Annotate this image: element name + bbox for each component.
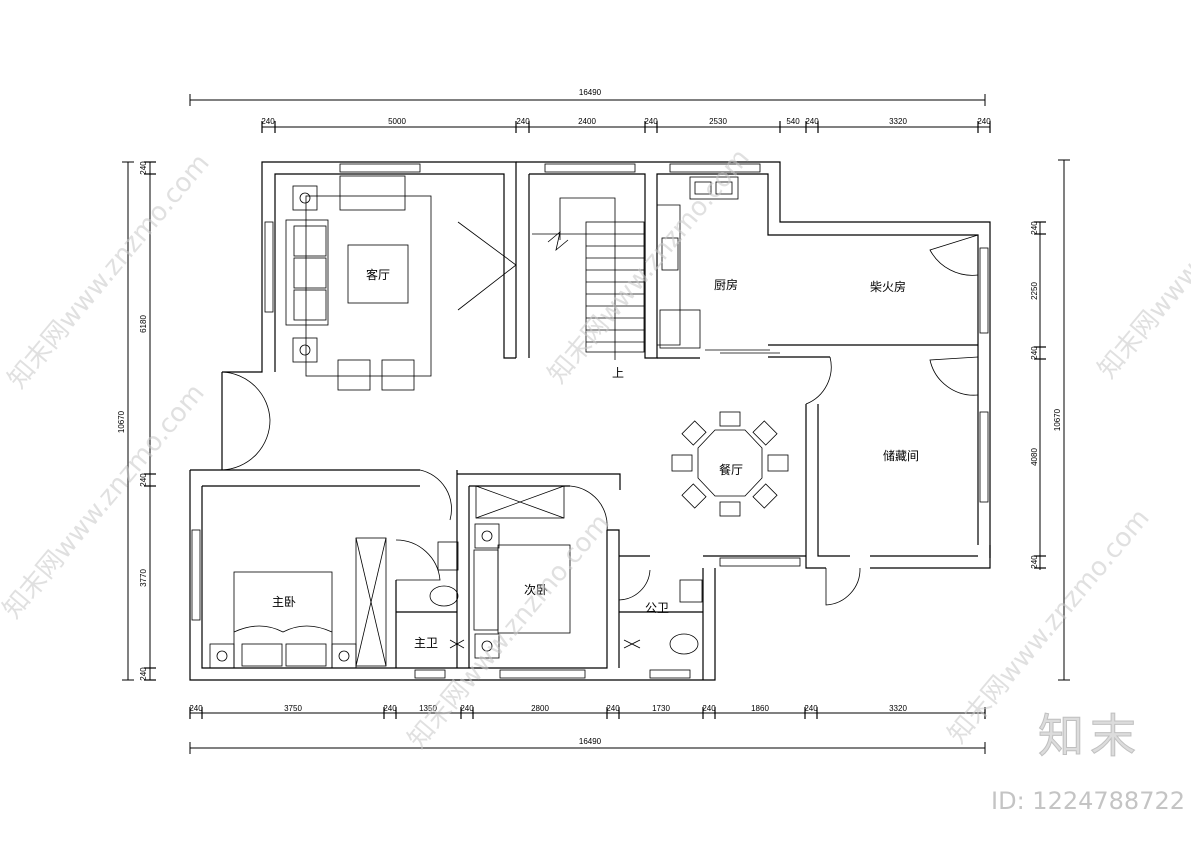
- room-master-bedroom: 主卧: [272, 595, 296, 609]
- watermarks: 知末网www.znzmo.com 知末网www.znzmo.com 知末网www…: [0, 138, 1191, 754]
- stair-up-label: 上: [612, 366, 624, 380]
- watermark-text: 知末网www.znzmo.com: [1092, 138, 1191, 384]
- bottom-dim-3: 240: [383, 704, 397, 713]
- right-dim-2: 2250: [1030, 282, 1039, 300]
- right-dim-1: 240: [1030, 221, 1039, 235]
- doors: [221, 221, 979, 606]
- room-public-bath: 公卫: [645, 601, 669, 615]
- room-master-bath: 主卫: [414, 636, 438, 650]
- bottom-dim-12: 3320: [889, 704, 907, 713]
- room-labels: 客厅 厨房 柴火房 餐厅 储藏间 主卧 次卧 主卫 公卫 上: [272, 267, 919, 650]
- bottom-dim-5: 240: [460, 704, 474, 713]
- top-overall-dim: 16490: [579, 88, 602, 97]
- staircase: [532, 197, 645, 360]
- left-dim-5: 240: [139, 667, 148, 681]
- watermark-text: 知末网www.znzmo.com: [0, 378, 211, 624]
- room-firewood: 柴火房: [870, 279, 906, 294]
- bottom-dim-8: 1730: [652, 704, 670, 713]
- top-dim-2: 5000: [388, 117, 406, 126]
- watermark-text: 知末网www.znzmo.com: [2, 148, 215, 394]
- bottom-dim-7: 240: [606, 704, 620, 713]
- left-dim-4: 3770: [139, 569, 148, 587]
- bottom-dim-11: 240: [804, 704, 818, 713]
- dimension-lines: [122, 94, 1070, 754]
- right-dim-5: 240: [1030, 555, 1039, 569]
- left-overall-dim: 10670: [117, 410, 126, 433]
- room-living: 客厅: [366, 267, 390, 282]
- room-storage: 储藏间: [883, 448, 919, 463]
- windows: [191, 163, 989, 679]
- dimension-labels: 16490 240 5000 240 2400 240 2530 540 240…: [117, 88, 1062, 746]
- bottom-dim-4: 1350: [419, 704, 437, 713]
- image-id-label: ID: 1224788722: [991, 787, 1185, 815]
- right-overall-dim: 10670: [1053, 408, 1062, 431]
- bottom-dim-1: 240: [189, 704, 203, 713]
- bottom-dim-9: 240: [702, 704, 716, 713]
- left-dim-1: 240: [139, 161, 148, 175]
- bottom-dim-6: 2800: [531, 704, 549, 713]
- top-dim-10: 240: [977, 117, 991, 126]
- top-dim-5: 240: [644, 117, 658, 126]
- top-dim-6: 2530: [709, 117, 727, 126]
- left-dim-2: 6180: [139, 315, 148, 333]
- top-dim-7: 540: [786, 117, 800, 126]
- brand-logo: 知末: [1038, 709, 1142, 764]
- bottom-dim-2: 3750: [284, 704, 302, 713]
- top-dim-3: 240: [516, 117, 530, 126]
- top-dim-4: 2400: [578, 117, 596, 126]
- room-dining: 餐厅: [719, 462, 743, 477]
- left-dim-3: 240: [139, 473, 148, 487]
- furniture: [209, 175, 789, 669]
- right-dim-3: 240: [1030, 346, 1039, 360]
- top-dim-1: 240: [261, 117, 275, 126]
- right-dim-4: 4080: [1030, 448, 1039, 466]
- room-kitchen: 厨房: [714, 277, 738, 292]
- bottom-dim-10: 1860: [751, 704, 769, 713]
- bottom-overall-dim: 16490: [579, 737, 602, 746]
- walls: [189, 161, 991, 681]
- room-second-bedroom: 次卧: [524, 583, 548, 597]
- top-dim-9: 3320: [889, 117, 907, 126]
- top-dim-8: 240: [805, 117, 819, 126]
- watermark-text: 知末网www.znzmo.com: [542, 143, 755, 389]
